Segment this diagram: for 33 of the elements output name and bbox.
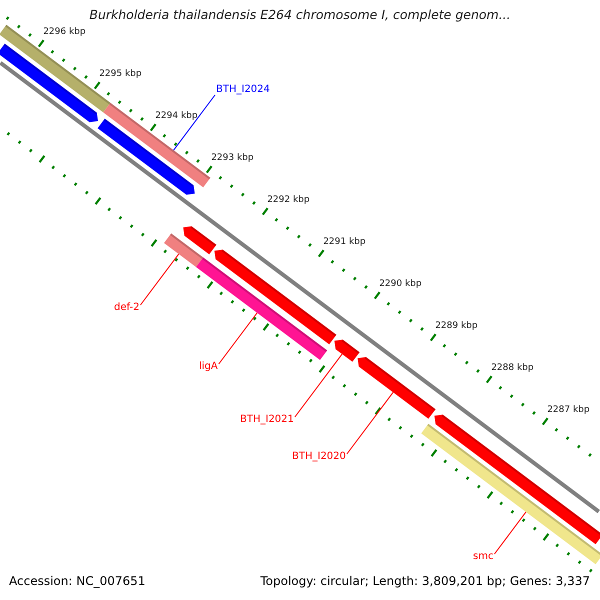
scale-label: 2295 kbp [99,68,142,80]
gene-label: BTH_I2020 [292,451,346,463]
leader-line [346,392,394,454]
scale-label: 2294 kbp [155,110,198,122]
accession-text: Accession: NC_007651 [9,575,146,587]
scale-label: 2290 kbp [379,278,422,290]
gene-feature [0,44,98,122]
gene-feature [334,340,360,362]
scale-label: 2288 kbp [491,362,534,374]
gene-label: BTH_I2024 [216,84,270,96]
title: Burkholderia thailandensis E264 chromosome I, complete genom... [89,9,511,21]
scale-label: 2292 kbp [267,194,310,206]
gene-label: ligA [199,361,218,373]
gene-bar [421,424,600,564]
gene-feature [358,357,436,419]
gene-label: def-2 [114,302,140,314]
gene-feature [98,118,195,195]
leader-line [218,312,258,364]
gene-bar [196,257,328,360]
gene-feature [214,250,336,344]
scale-label: 2293 kbp [211,152,254,164]
leader-line [294,354,343,418]
gene-label: BTH_I2021 [240,414,294,426]
scale-label: 2287 kbp [547,404,590,416]
genome-info-text: Topology: circular; Length: 3,809,201 bp; Genes: 3,337 [260,575,590,587]
gene-feature [183,226,216,254]
scale-label: 2296 kbp [43,26,86,38]
scale-label: 2291 kbp [323,236,366,248]
scale-label: 2289 kbp [435,320,478,332]
gene-label: smc [473,551,494,563]
gene-bar [103,102,210,188]
gene-feature [434,414,600,544]
gene-bar [164,233,204,267]
